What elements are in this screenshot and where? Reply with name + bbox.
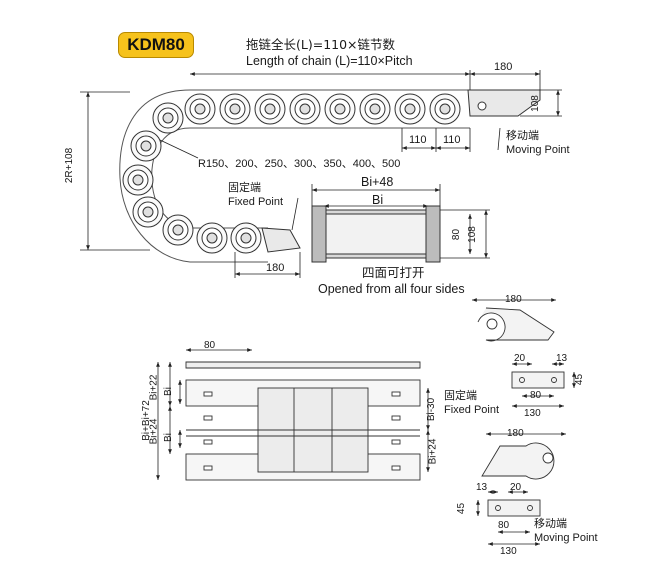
- chain-length-formula-cn: 拖链全长(L)=110×链节数: [246, 37, 396, 52]
- chain-link-roller: [369, 103, 381, 115]
- chain-link-roller: [299, 103, 311, 115]
- mounting-slot: [391, 439, 401, 445]
- dim-top-view-80: 80: [204, 340, 216, 351]
- mounting-slot: [391, 415, 401, 421]
- chain-link-roller: [264, 103, 276, 115]
- fixed-bracket-label-en: Fixed Point: [444, 404, 500, 416]
- chain-link-roller: [404, 103, 416, 115]
- dim-2r-108: 2R+108: [64, 147, 76, 184]
- chain-link-roller: [206, 232, 218, 244]
- fixed-bracket-drawing: [472, 298, 576, 408]
- moving-dim-80: 80: [498, 520, 510, 531]
- dim-bottom-180: 180: [266, 262, 285, 274]
- dim-bi-b: Bi: [162, 433, 174, 442]
- fixed-dim-20: 20: [514, 353, 526, 364]
- dim-bi-inner: Bi: [372, 193, 384, 207]
- side-view-dimensions: [80, 70, 562, 278]
- moving-dim-20: 20: [510, 482, 522, 493]
- dim-pitch-110-b: 110: [443, 134, 461, 146]
- dim-height-80: 80: [451, 228, 463, 241]
- fixed-dim-13: 13: [556, 353, 568, 364]
- chain-link-roller: [229, 103, 241, 115]
- dim-top-180: 180: [494, 61, 513, 73]
- dim-bi-minus-30: Bi-30: [426, 397, 438, 422]
- fixed-dim-45: 45: [574, 373, 586, 386]
- mounting-slot: [391, 391, 401, 397]
- chain-link-roller: [439, 103, 451, 115]
- mounting-slot: [203, 415, 213, 421]
- dim-bi-plus-48: Bi+48: [361, 175, 394, 189]
- moving-dim-45: 45: [456, 502, 468, 515]
- moving-dim-180: 180: [507, 428, 524, 439]
- moving-dim-130: 130: [500, 546, 517, 557]
- dim-bi-22: Bi+22: [148, 374, 160, 401]
- fixed-bracket-label-cn: 固定端: [444, 389, 477, 402]
- cross-section: [311, 184, 490, 263]
- fixed-end-label-en: Fixed Point: [228, 196, 284, 208]
- fixed-dim-180: 180: [505, 294, 522, 305]
- bend-radius-options: R150、200、250、300、350、400、500: [198, 158, 401, 170]
- moving-end-label-en: Moving Point: [506, 144, 570, 156]
- fixed-end-label-cn: 固定端: [228, 181, 261, 194]
- chain-link-roller: [172, 224, 184, 236]
- mounting-slot: [391, 465, 401, 471]
- dim-bi-24: Bi+24: [148, 418, 160, 445]
- chain-length-formula-en: Length of chain (L)=110×Pitch: [246, 54, 413, 68]
- mounting-slot: [203, 465, 213, 471]
- moving-bracket-label-en: Moving Point: [534, 532, 598, 544]
- open-four-sides-en: Opened from all four sides: [318, 282, 465, 296]
- chain-link-roller: [194, 103, 206, 115]
- mounting-slot: [203, 439, 213, 445]
- dim-height-108: 108: [466, 226, 478, 243]
- chain-link-roller: [140, 140, 152, 152]
- chain-link-roller: [132, 174, 144, 186]
- mounting-slot: [203, 391, 213, 397]
- top-view: [156, 348, 430, 481]
- dim-right-108: 108: [529, 95, 541, 112]
- moving-end-label-cn: 移动端: [506, 129, 539, 142]
- moving-dim-13: 13: [476, 482, 488, 493]
- fixed-dim-130: 130: [524, 408, 541, 419]
- chain-link-roller: [334, 103, 346, 115]
- chain-link-roller: [240, 232, 252, 244]
- model-badge: KDM80: [118, 32, 194, 58]
- open-four-sides-cn: 四面可打开: [362, 265, 425, 280]
- moving-bracket-label-cn: 移动端: [534, 517, 567, 530]
- moving-bracket-drawing: [476, 432, 566, 546]
- fixed-dim-80: 80: [530, 390, 542, 401]
- chain-link-roller: [142, 206, 154, 218]
- dim-pitch-110-a: 110: [409, 134, 427, 146]
- chain-link-roller: [162, 112, 174, 124]
- side-view-chain: [119, 89, 541, 263]
- dim-bi-a: Bi: [162, 387, 174, 396]
- dim-bi-24-right: Bi+24: [427, 438, 439, 465]
